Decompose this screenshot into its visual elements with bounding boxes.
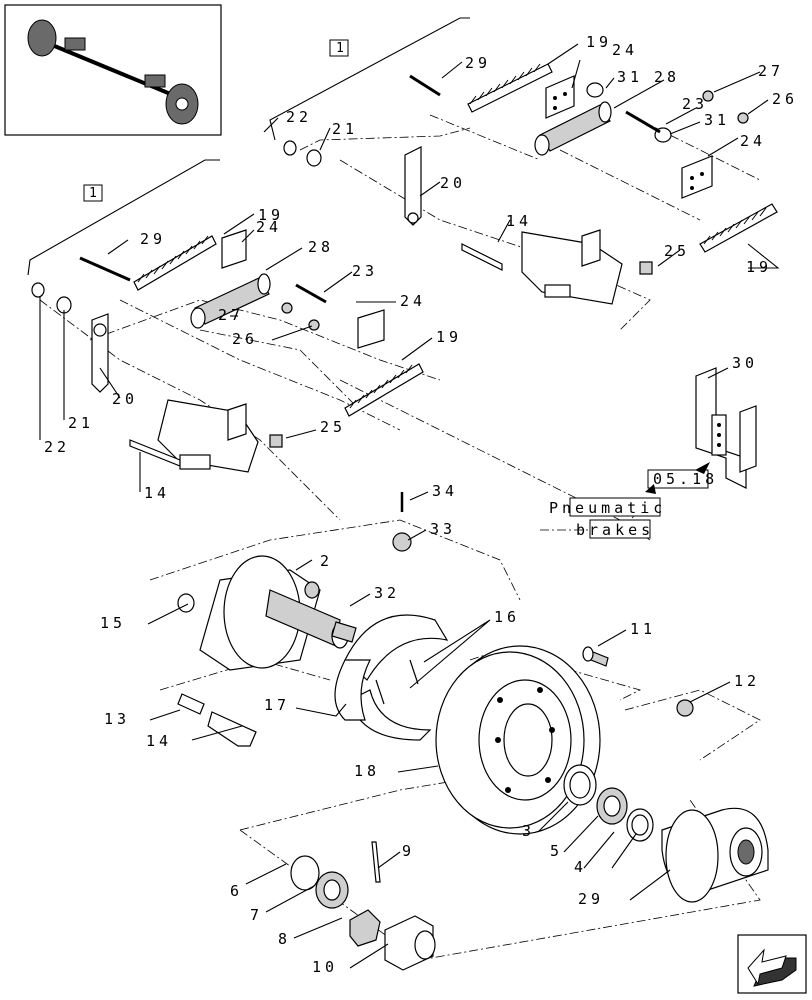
- pneumatic-brakes-note: Pneumatic brakes: [549, 497, 666, 539]
- arrow-back-icon: [747, 948, 797, 987]
- callout-24: 24: [612, 41, 638, 59]
- callout-7: 7: [250, 906, 263, 924]
- callout-24: 24: [400, 292, 426, 310]
- callout-21: 21: [332, 120, 358, 138]
- brake-shoes: [334, 614, 449, 741]
- back-navigation-button[interactable]: [737, 934, 807, 994]
- callout-34: 34: [432, 482, 458, 500]
- callout-22: 22: [44, 438, 70, 456]
- callout-31: 31: [704, 111, 730, 129]
- wheel-hub: [661, 807, 769, 903]
- callout-18: 18: [354, 762, 380, 780]
- callout-9: 9: [402, 842, 415, 860]
- callout-19: 19: [258, 206, 284, 224]
- lower-brake-linkage: [31, 229, 424, 473]
- callout-27: 27: [758, 62, 784, 80]
- callout-16: 16: [494, 608, 520, 626]
- callout-27: 27: [218, 306, 244, 324]
- callout-3: 3: [522, 822, 535, 840]
- callout-29: 29: [578, 890, 604, 908]
- callout-22: 22: [286, 108, 312, 126]
- callout-5: 5: [550, 842, 563, 860]
- callout-11: 11: [630, 620, 656, 638]
- callout-14: 14: [506, 212, 532, 230]
- axle-thumbnail: [4, 4, 222, 136]
- page-reference-label: 05.18: [653, 470, 718, 488]
- callout-19: 19: [586, 33, 612, 51]
- callout-17: 17: [264, 696, 290, 714]
- bracket-30: [695, 367, 757, 489]
- callout-labels: 19 24 29 31 28 27 26 23 31 24 22 21 20 1…: [44, 33, 798, 976]
- callout-28: 28: [654, 68, 680, 86]
- group-frame-upper: 1: [269, 17, 470, 141]
- callout-24: 24: [740, 132, 766, 150]
- callout-24: 24: [256, 218, 282, 236]
- reference-box-label: 1: [336, 41, 348, 56]
- callout-31: 31: [617, 68, 643, 86]
- group-frame-lower: 1: [27, 159, 220, 276]
- reference-box-label: 1: [89, 186, 101, 201]
- callout-23: 23: [682, 95, 708, 113]
- callout-19: 19: [436, 328, 462, 346]
- note-line-2: brakes: [576, 521, 654, 539]
- callout-10: 10: [312, 958, 338, 976]
- callout-21: 21: [68, 414, 94, 432]
- callout-29: 29: [140, 230, 166, 248]
- callout-14: 14: [144, 484, 170, 502]
- callout-30: 30: [732, 354, 758, 372]
- note-line-1: Pneumatic: [549, 499, 666, 517]
- bearings-seals: [290, 764, 654, 971]
- brake-drum: [435, 645, 601, 835]
- callout-2: 2: [320, 552, 333, 570]
- callout-14: 14: [146, 732, 172, 750]
- callout-13: 13: [104, 710, 130, 728]
- callout-19: 19: [746, 258, 772, 276]
- callout-20: 20: [112, 390, 138, 408]
- hardware-parts: [177, 492, 694, 747]
- callout-12: 12: [734, 672, 760, 690]
- callout-15: 15: [100, 614, 126, 632]
- callout-26: 26: [232, 330, 258, 348]
- callout-25: 25: [664, 242, 690, 260]
- callout-32: 32: [374, 584, 400, 602]
- callout-29: 29: [465, 54, 491, 72]
- spindle-assembly: [177, 555, 357, 671]
- callout-33: 33: [430, 520, 456, 538]
- callout-23: 23: [352, 262, 378, 280]
- upper-brake-linkage: [283, 63, 778, 305]
- callout-26: 26: [772, 90, 798, 108]
- callout-6: 6: [230, 882, 243, 900]
- leader-lines: [39, 43, 780, 969]
- callout-20: 20: [440, 174, 466, 192]
- callout-4: 4: [574, 858, 587, 876]
- callout-28: 28: [308, 238, 334, 256]
- page-reference[interactable]: 05.18: [645, 462, 718, 494]
- callout-8: 8: [278, 930, 291, 948]
- callout-25: 25: [320, 418, 346, 436]
